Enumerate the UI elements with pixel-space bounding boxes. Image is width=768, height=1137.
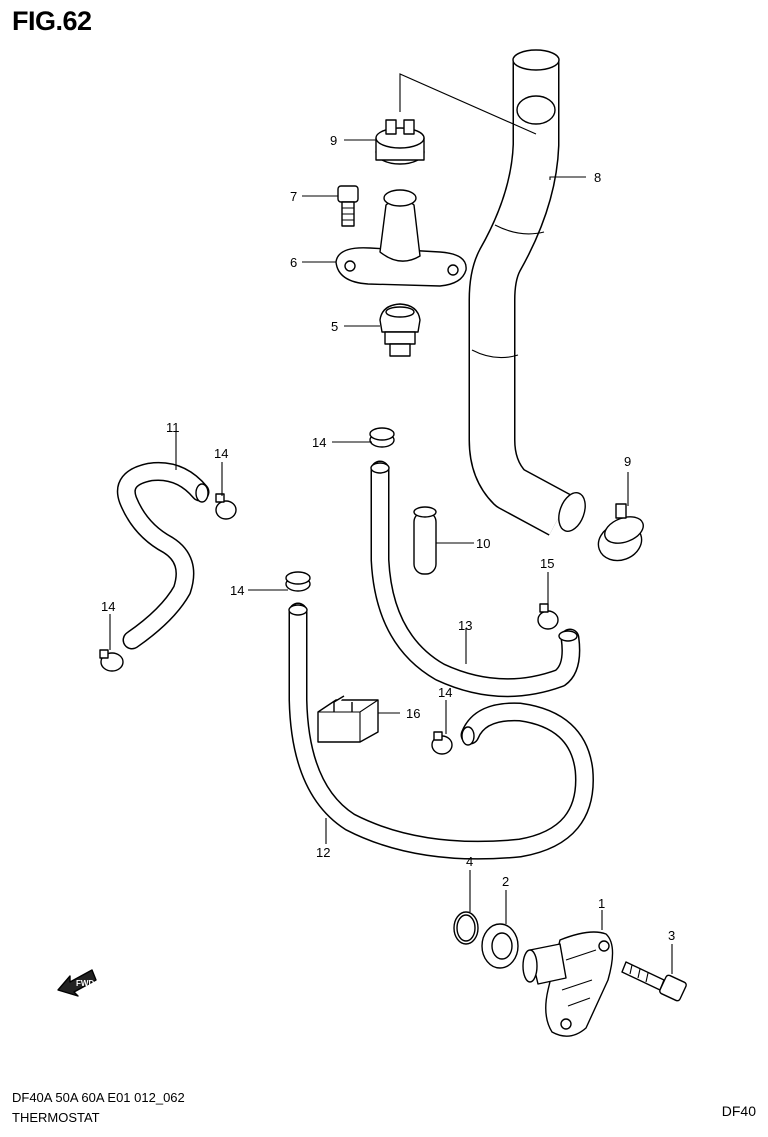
part-9-clamp-bottom xyxy=(597,503,644,562)
callout-2: 2 xyxy=(502,874,509,889)
part-10-pipe xyxy=(413,506,437,575)
part-9-clamp-top xyxy=(375,119,425,165)
callout-3: 3 xyxy=(668,928,675,943)
figure-title: FIG.62 xyxy=(12,6,92,36)
callout-14-b: 14 xyxy=(214,446,228,461)
part-6-thermostat-cover xyxy=(335,189,467,287)
callout-1: 1 xyxy=(598,896,605,911)
callout-labels: 9 7 6 5 8 11 14 14 9 10 14 15 14 13 14 1… xyxy=(101,133,675,943)
part-4-o-ring xyxy=(453,911,479,945)
part-15-clamp xyxy=(537,603,559,630)
callout-13: 13 xyxy=(458,618,472,633)
callout-10: 10 xyxy=(476,536,490,551)
part-14-clamp-e xyxy=(431,731,453,755)
part-11-hose xyxy=(116,461,210,650)
leader-lines xyxy=(109,73,673,974)
part-7-bolt xyxy=(337,185,359,227)
part-3-bolt xyxy=(621,961,687,1002)
callout-6: 6 xyxy=(290,255,297,270)
callout-14-d: 14 xyxy=(101,599,115,614)
callout-16: 16 xyxy=(406,706,420,721)
diagram-name: THERMOSTAT xyxy=(12,1110,100,1125)
part-2-seal xyxy=(481,923,519,969)
callout-8: 8 xyxy=(594,170,601,185)
fwd-arrow-icon: FWD xyxy=(57,969,97,997)
callout-14-e: 14 xyxy=(438,685,452,700)
model-label: DF40 xyxy=(721,1103,756,1119)
callout-14-a: 14 xyxy=(312,435,326,450)
callout-15: 15 xyxy=(540,556,554,571)
part-1-housing xyxy=(522,931,614,1037)
diagram-code: DF40A 50A 60A E01 012_062 xyxy=(12,1090,185,1105)
part-14-clamp-d xyxy=(99,649,124,672)
callout-5: 5 xyxy=(331,319,338,334)
part-14-clamp-c xyxy=(285,571,311,592)
callout-4: 4 xyxy=(466,854,473,869)
callout-14-c: 14 xyxy=(230,583,244,598)
part-8-hose xyxy=(468,49,586,536)
callout-12: 12 xyxy=(316,845,330,860)
fwd-label: FWD xyxy=(76,979,94,988)
callout-9-top: 9 xyxy=(330,133,337,148)
part-13-hose xyxy=(370,460,581,698)
part-5-thermostat xyxy=(379,303,421,357)
part-14-clamp-a xyxy=(369,427,395,448)
callout-11: 11 xyxy=(166,420,180,435)
part-14-clamp-b xyxy=(215,493,237,520)
callout-9-bottom: 9 xyxy=(624,454,631,469)
part-12-hose xyxy=(288,602,594,860)
part-16-holder xyxy=(317,695,379,743)
callout-7: 7 xyxy=(290,189,297,204)
